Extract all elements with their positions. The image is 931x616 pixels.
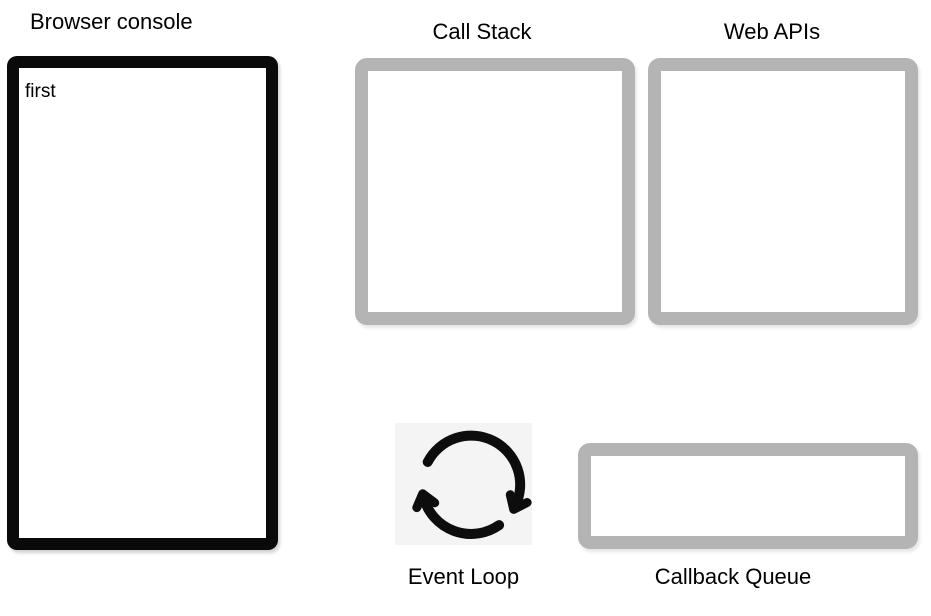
call-stack-label: Call Stack [432,19,532,44]
console-log-entry: first [25,81,56,102]
web-apis-label: Web APIs [723,19,821,44]
callback-queue-box [578,443,918,549]
console-output-area: first [19,68,266,116]
event-loop-label: Event Loop [407,564,520,589]
web-apis-area [661,71,905,312]
web-apis-box [648,58,918,325]
event-loop-icon-tile [395,423,532,545]
call-stack-area [368,71,622,312]
call-stack-box [355,58,635,325]
cycle-arrows-icon [412,430,532,539]
browser-console-box: first [7,56,278,550]
browser-console-label: Browser console [30,9,193,34]
callback-queue-area [591,456,905,536]
callback-queue-label: Callback Queue [654,564,812,589]
